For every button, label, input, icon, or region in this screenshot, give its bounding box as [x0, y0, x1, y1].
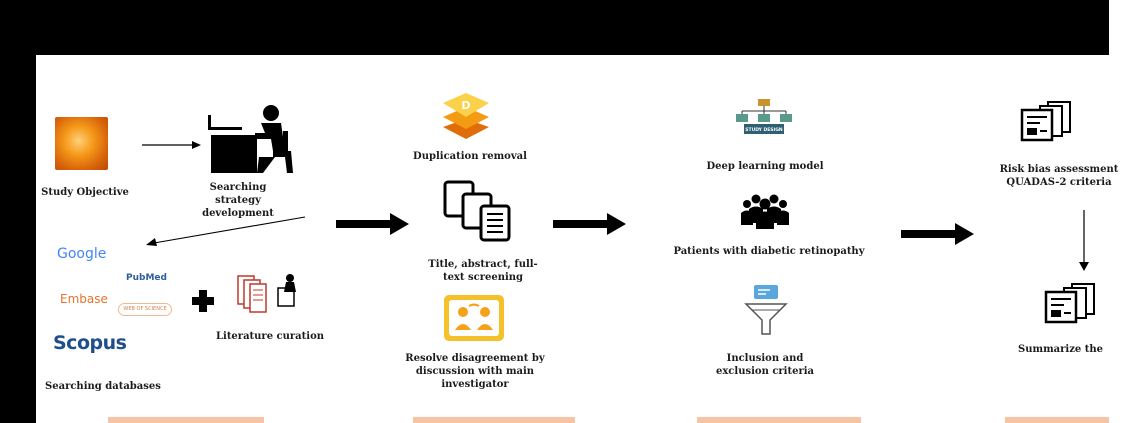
- stage1-tab: [108, 417, 264, 423]
- left-frame-bar: [0, 55, 36, 423]
- arrow-stage1-to-stage2: [336, 213, 409, 235]
- arrow-objective-to-strategy: [142, 141, 201, 149]
- scopus-logo: Scopus: [53, 332, 127, 354]
- duplication-label: Duplication removal: [413, 151, 527, 162]
- stacked-documents-icon: [443, 180, 511, 242]
- dl-model-label: Deep learning model: [706, 161, 824, 172]
- duplication-icon: D: [443, 93, 489, 139]
- report-icon-2: [1044, 283, 1095, 324]
- plus-icon: [192, 290, 214, 312]
- report-icon: [1020, 101, 1071, 142]
- study-objective-label: Study Objective: [41, 187, 129, 198]
- people-group-icon: [741, 194, 789, 229]
- svg-text:D: D: [461, 99, 470, 112]
- stage2-tab: [413, 417, 575, 423]
- summarize-label: Summarize the: [1018, 344, 1103, 355]
- study-design-text: STUDY DESIGN: [745, 127, 783, 133]
- desk-worker-icon: [208, 105, 293, 173]
- stage4-tab: [1005, 417, 1109, 423]
- screening-label: Title, abstract, full-text screening: [428, 259, 538, 283]
- stage3-tab: [697, 417, 861, 423]
- resolve-icon: [444, 295, 504, 341]
- criteria-label: Inclusion and exclusion criteria: [715, 353, 815, 377]
- arrow-stage3-to-stage4: [901, 223, 974, 245]
- funnel-icon: [744, 285, 788, 335]
- study-design-icon: STUDY DESIGN: [736, 99, 792, 134]
- arrow-risk-to-summarize: [1079, 210, 1089, 271]
- web-of-science-logo: WEB OF SCIENCE: [118, 303, 172, 316]
- study-objective-image: [55, 117, 108, 170]
- databases-label: Searching databases: [45, 381, 161, 392]
- risk-label: Risk bias assessment QUADAS-2 criteria: [999, 164, 1119, 188]
- pubmed-logo: PubMed: [126, 273, 167, 283]
- google-logo: Google: [57, 246, 107, 262]
- curation-label: Literature curation: [215, 331, 325, 342]
- arrow-stage2-to-stage3: [553, 213, 626, 235]
- arrow-strategy-to-databases: [146, 216, 306, 246]
- strategy-label: Searching strategy development: [202, 182, 274, 219]
- documents-icon: [237, 274, 296, 313]
- embase-logo: Embase: [60, 292, 108, 306]
- patients-label: Patients with diabetic retinopathy: [673, 246, 865, 257]
- resolve-label: Resolve disagreement by discussion with …: [405, 353, 545, 390]
- top-frame-bar: [0, 0, 1109, 55]
